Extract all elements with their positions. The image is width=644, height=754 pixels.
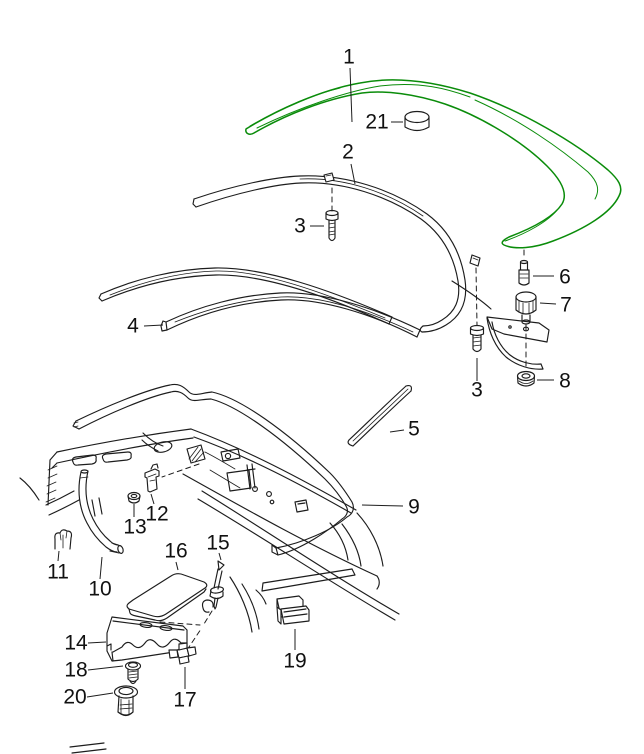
- part-19-guide-bracket: [276, 595, 310, 625]
- part-6-stud-icon: [518, 259, 530, 286]
- leader-line-part-10: [99, 556, 103, 580]
- part-number-label-3: 3: [294, 215, 306, 238]
- part-3-screw-right: [469, 324, 485, 353]
- part-number-label-15: 15: [206, 532, 229, 555]
- buffer-mounting-bracket: [486, 316, 550, 370]
- part-18-sleeve-screw-icon: [124, 661, 142, 685]
- part-16-pad: [126, 573, 208, 622]
- part-number-label-3: 3: [471, 379, 483, 402]
- leader-line-part-9: [361, 504, 404, 507]
- part-13-nut-icon: [127, 491, 141, 504]
- part-21-cap-icon: [404, 110, 430, 132]
- part-3-screw-left: [325, 209, 339, 242]
- leader-line-part-5: [389, 429, 405, 433]
- part-12-bracket-clip-icon: [144, 463, 160, 493]
- leader-line-part-4: [143, 324, 164, 327]
- leader-line-part-1: [349, 67, 353, 123]
- part-number-label-8: 8: [559, 370, 571, 393]
- part-9-compartment-seal: [72, 383, 354, 556]
- part-1-wind-deflector: [245, 79, 622, 249]
- leader-line-part-15: [218, 552, 222, 561]
- part-number-label-11: 11: [47, 561, 69, 584]
- part-number-label-4: 4: [127, 315, 139, 338]
- leader-line-part-12: [150, 493, 155, 505]
- part-number-label-6: 6: [559, 266, 571, 289]
- car-body-outline: [19, 280, 492, 754]
- part-14-mounting-bracket: [106, 616, 188, 662]
- part-number-label-16: 16: [164, 540, 187, 563]
- part-number-label-20: 20: [63, 686, 86, 709]
- part-8-nut-icon: [516, 370, 536, 387]
- part-number-label-18: 18: [64, 659, 87, 682]
- leader-line-part-20: [86, 692, 114, 698]
- leader-line-part-14: [87, 641, 107, 644]
- part-number-label-17: 17: [173, 689, 196, 712]
- part-4-seal-strips: [98, 267, 421, 338]
- leader-line-part-11: [57, 550, 60, 562]
- leader-line-part-16: [175, 561, 179, 571]
- part-number-label-21: 21: [365, 111, 388, 134]
- part-number-label-14: 14: [64, 632, 88, 655]
- assembly-dashed-lines: [159, 187, 527, 651]
- part-number-label-7: 7: [560, 294, 572, 317]
- part-15-pin-icon: [209, 560, 225, 610]
- part-7-buffer-icon: [515, 291, 537, 325]
- part-number-label-1: 1: [343, 46, 355, 69]
- part-number-label-5: 5: [408, 418, 420, 441]
- leader-line-part-2: [350, 163, 356, 185]
- part-number-label-2: 2: [342, 141, 354, 164]
- part-10-drain-hose: [78, 469, 124, 554]
- part-11-hose-clip-icon: [54, 529, 73, 550]
- part-20-bolt-icon: [113, 685, 139, 717]
- part-number-label-13: 13: [123, 516, 146, 539]
- part-number-label-19: 19: [283, 650, 306, 673]
- part-number-label-9: 9: [408, 496, 420, 519]
- leader-line-part-7: [539, 302, 557, 305]
- part-number-label-10: 10: [88, 578, 111, 601]
- part-2-trim-strip: [192, 172, 481, 333]
- part-number-label-12: 12: [145, 503, 168, 526]
- part-17-expander-clip-icon: [168, 642, 197, 665]
- leader-line-part-18: [87, 665, 124, 671]
- part-5-seal-strip: [347, 384, 413, 447]
